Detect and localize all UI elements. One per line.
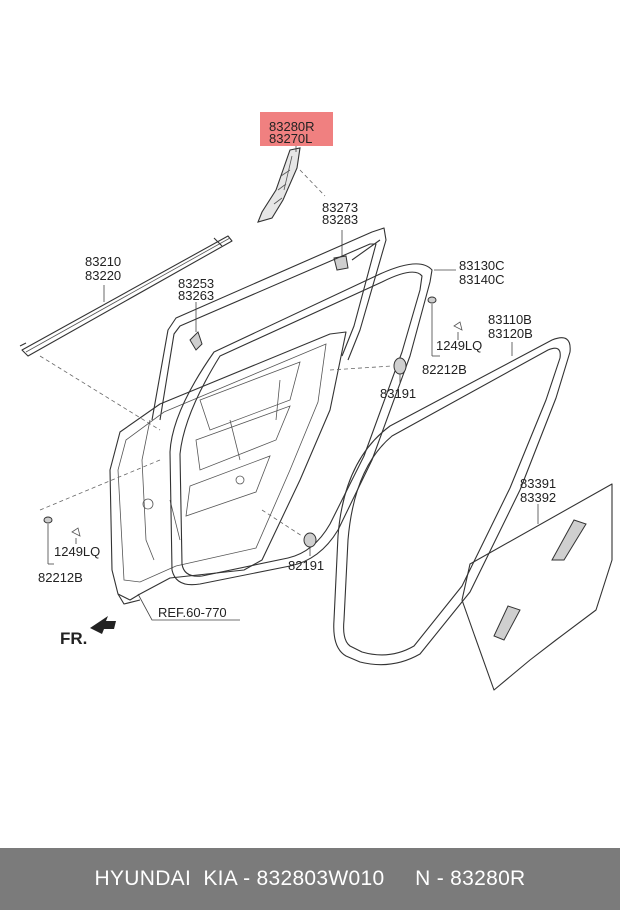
part-door-frame	[151, 227, 387, 421]
part-garnish-83253	[189, 302, 203, 351]
label-83140c: 83140C	[459, 272, 505, 287]
label-1249lq-left: 1249LQ	[54, 544, 100, 559]
footer-bar: HYUNDAI KIA - 832803W010 N - 83280R	[0, 848, 620, 910]
label-83392: 83392	[520, 490, 556, 505]
label-83220: 83220	[85, 268, 121, 283]
label-82212b-upper: 82212B	[422, 362, 467, 377]
part-clips-upper	[427, 296, 463, 357]
label-82191: 82191	[288, 558, 324, 573]
part-pillar-garnish	[257, 146, 301, 223]
label-83120b: 83120B	[488, 326, 533, 341]
part-grommet-83191	[329, 357, 407, 384]
label-1249lq-upper: 1249LQ	[436, 338, 482, 353]
part-highlight-box	[260, 112, 333, 146]
part-grommet-82191	[261, 509, 317, 556]
label-83130c: 83130C	[459, 258, 505, 273]
part-body-weatherstrip	[333, 337, 571, 666]
label-83263: 83263	[178, 288, 214, 303]
footer-part-number: HYUNDAI KIA - 832803W010 N - 83280R	[94, 867, 526, 890]
label-83191: 83191	[380, 386, 416, 401]
part-ref-leader	[137, 593, 240, 621]
part-door-trim	[461, 483, 613, 691]
label-83110b: 83110B	[488, 312, 532, 327]
label-ref: REF.60-770	[158, 605, 227, 620]
part-door-panel	[109, 331, 347, 605]
label-82212b-left: 82212B	[38, 570, 83, 585]
front-arrow-icon	[90, 616, 116, 634]
label-83210: 83210	[85, 254, 121, 269]
label-83270l: 83270L	[269, 131, 312, 146]
label-83391: 83391	[520, 476, 556, 491]
label-83280r: 83280R	[269, 119, 315, 134]
part-belt-moulding	[19, 235, 233, 431]
part-door-weatherstrip	[169, 263, 456, 586]
part-clips-left	[39, 459, 161, 565]
label-83273: 83273	[322, 200, 358, 215]
parts-diagram: 83280R 83270L 83273 83283 83210 83220 83…	[19, 112, 613, 691]
label-83253: 83253	[178, 276, 214, 291]
label-fr: FR.	[60, 629, 87, 648]
label-83283: 83283	[322, 212, 358, 227]
